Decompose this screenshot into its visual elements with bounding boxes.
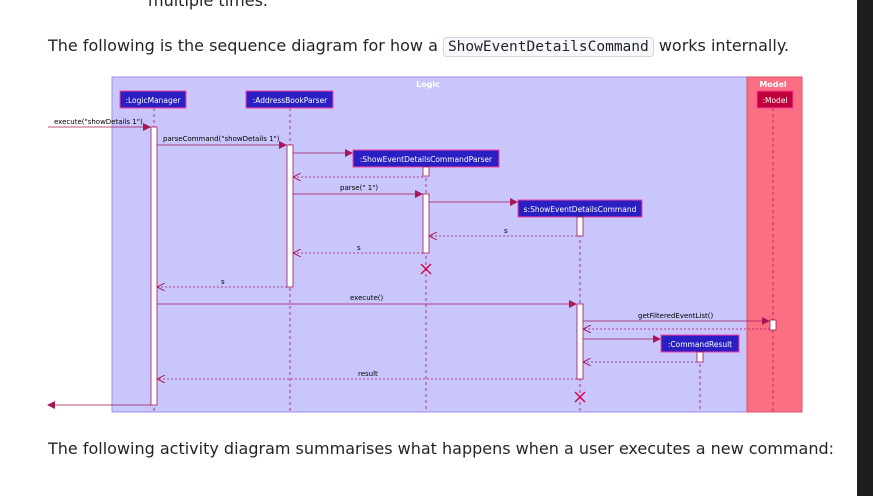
participant-logic-manager-box: [119, 90, 187, 109]
participant-parser-box: [245, 90, 334, 109]
label-return-s3: s: [221, 278, 225, 286]
intro-paragraph: The following is the sequence diagram fo…: [48, 35, 789, 58]
label-return-s1: s: [504, 227, 508, 235]
participant-details-parser: :ShowEventDetailsCommandParser: [360, 155, 493, 164]
participant-command-result: :CommandResult: [668, 340, 732, 349]
model-box: [746, 76, 803, 413]
activation-details-parser-init: [422, 166, 430, 177]
participant-command: s:ShowEventDetailsCommand: [524, 205, 637, 214]
label-result: result: [358, 370, 378, 378]
label-execute: execute(): [350, 294, 383, 302]
label-parse: parse(" 1"): [340, 184, 378, 192]
destroy-command: [574, 391, 586, 403]
activation-parser: [286, 144, 294, 288]
activation-logic-manager: [150, 126, 158, 406]
intro-text-end: works internally.: [653, 36, 790, 55]
scrollbar-track[interactable]: [857, 0, 873, 496]
activation-command: [576, 303, 584, 380]
label-return-s2: s: [357, 244, 361, 252]
participant-model-box: [756, 90, 794, 109]
label-parse-command: parseCommand("showDetails 1"): [163, 135, 280, 143]
model-title: Model: [759, 80, 787, 89]
activation-command-init: [576, 216, 584, 237]
intro-text: The following is the sequence diagram fo…: [48, 36, 443, 55]
participant-parser: :AddressBookParser: [253, 96, 328, 105]
activity-paragraph: The following activity diagram summarise…: [48, 439, 834, 458]
inline-code: ShowEventDetailsCommand: [442, 37, 654, 57]
activation-model: [769, 319, 777, 331]
logic-box: [111, 76, 748, 413]
activation-details-parser: [422, 193, 430, 254]
activation-command-result: [696, 351, 704, 363]
participant-logic-manager: :LogicManager: [125, 96, 181, 105]
label-execute-in: execute("showDetails 1"): [54, 118, 143, 126]
destroy-details-parser: [420, 263, 432, 275]
text-fragment: multiple times.: [148, 0, 268, 10]
label-get-filtered: getFilteredEventList(): [638, 312, 713, 320]
logic-title: Logic: [416, 80, 440, 89]
participant-model: :Model: [762, 96, 787, 105]
